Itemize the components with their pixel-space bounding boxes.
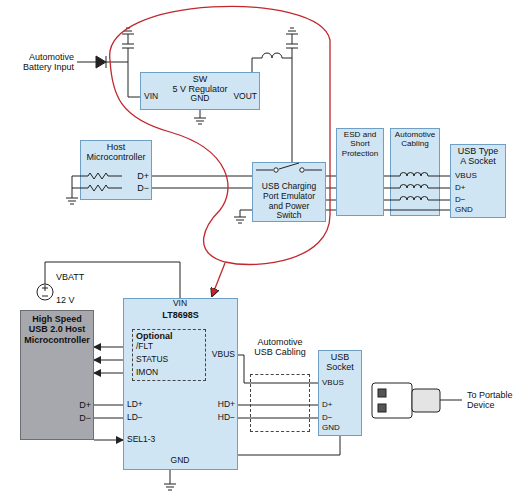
power-switch-symbol	[256, 163, 322, 172]
ground-symbol	[164, 470, 176, 490]
pin-label: HD+	[218, 400, 235, 410]
pin-label: /FLT	[136, 342, 153, 352]
pin-label: D−	[455, 195, 465, 204]
box-text: USB Socket	[322, 352, 358, 373]
signal-wire	[152, 188, 252, 189]
signal-wire	[326, 210, 336, 211]
ground-symbol	[234, 210, 252, 223]
pin-label: VIN	[144, 92, 158, 102]
box-text: SW	[144, 74, 256, 84]
block-box: LT8698S Optional	[123, 298, 238, 470]
pin-label: GND	[171, 456, 190, 466]
signal-wire	[94, 405, 123, 406]
pin-label: GND	[455, 205, 473, 214]
signal-wire	[326, 176, 336, 177]
output-capacitor	[286, 28, 298, 58]
pin-label: VBUS	[212, 350, 235, 360]
pin-label: VOUT	[233, 92, 257, 102]
pin-label: GND	[322, 423, 340, 432]
output-inductor	[262, 53, 282, 58]
pin-label: LD−	[127, 413, 143, 423]
pin-label: VBUS	[322, 378, 344, 387]
cable-inductors	[390, 173, 440, 210]
battery-symbol	[37, 262, 180, 300]
pin-label: SEL1-3	[127, 435, 155, 445]
block-box: USB Charging Port Emulator and Power Swi…	[252, 162, 326, 222]
dashed-outline	[250, 374, 310, 432]
pin-label: STATUS	[136, 355, 168, 365]
block-box: Automotive Cabling	[390, 128, 440, 216]
note-label: To Portable Device	[467, 390, 525, 411]
signal-wire	[326, 188, 336, 189]
pin-label: IMON	[136, 368, 158, 378]
ground-symbol	[194, 110, 206, 124]
signal-wire	[94, 440, 123, 441]
signal-wire	[440, 200, 450, 201]
box-text: USB Charging Port Emulator and Power Swi…	[256, 182, 322, 221]
box-text: Automotive USB Cabling	[253, 337, 307, 358]
usb-plug	[372, 383, 462, 418]
pin-label: D+	[322, 400, 332, 409]
input-label: Automotive Battery Input	[8, 52, 74, 73]
box-text: USB Type A Socket	[454, 146, 502, 167]
pin-label: D+	[455, 183, 465, 192]
signal-label: D+	[137, 171, 149, 181]
pin-label: GND	[191, 94, 210, 104]
signal-label: D−	[79, 413, 91, 423]
box-text: Automotive Cabling	[394, 130, 436, 149]
box-text: Host Microcontroller	[84, 142, 148, 163]
signal-label: D−	[137, 183, 149, 193]
input-capacitor	[122, 28, 134, 62]
input-wire	[77, 56, 140, 97]
signal-label: D+	[79, 400, 91, 410]
pull-down-resistors	[66, 173, 122, 204]
pin-label: LD+	[127, 400, 143, 410]
pin-label: VIN	[173, 299, 187, 309]
signal-wire	[152, 176, 252, 177]
signal-wire	[440, 176, 450, 177]
pin-label: HD−	[218, 413, 235, 423]
box-text: ESD and Short Protection	[340, 130, 380, 158]
block-box: ESD and Short Protection	[336, 128, 384, 216]
box-text: High Speed USB 2.0 Host Microcontroller	[24, 314, 90, 345]
block-box: Automotive USB Cabling	[250, 336, 310, 432]
signal-wire	[94, 418, 123, 419]
block-box: SW5 V Regulator	[140, 72, 260, 110]
supply-label: VBATT	[56, 272, 84, 282]
block-box: USB Socket	[318, 350, 362, 436]
signal-wire	[440, 188, 450, 189]
signal-wire	[440, 210, 450, 211]
signal-wire	[326, 200, 336, 201]
pin-label: VBUS	[455, 171, 477, 180]
pin-label: D−	[322, 413, 332, 422]
box-text: Optional	[136, 331, 202, 341]
highlight-outline	[110, 6, 330, 296]
box-text: LT8698S	[127, 310, 234, 320]
signal-wire	[238, 436, 340, 455]
supply-label: 12 V	[56, 295, 75, 305]
